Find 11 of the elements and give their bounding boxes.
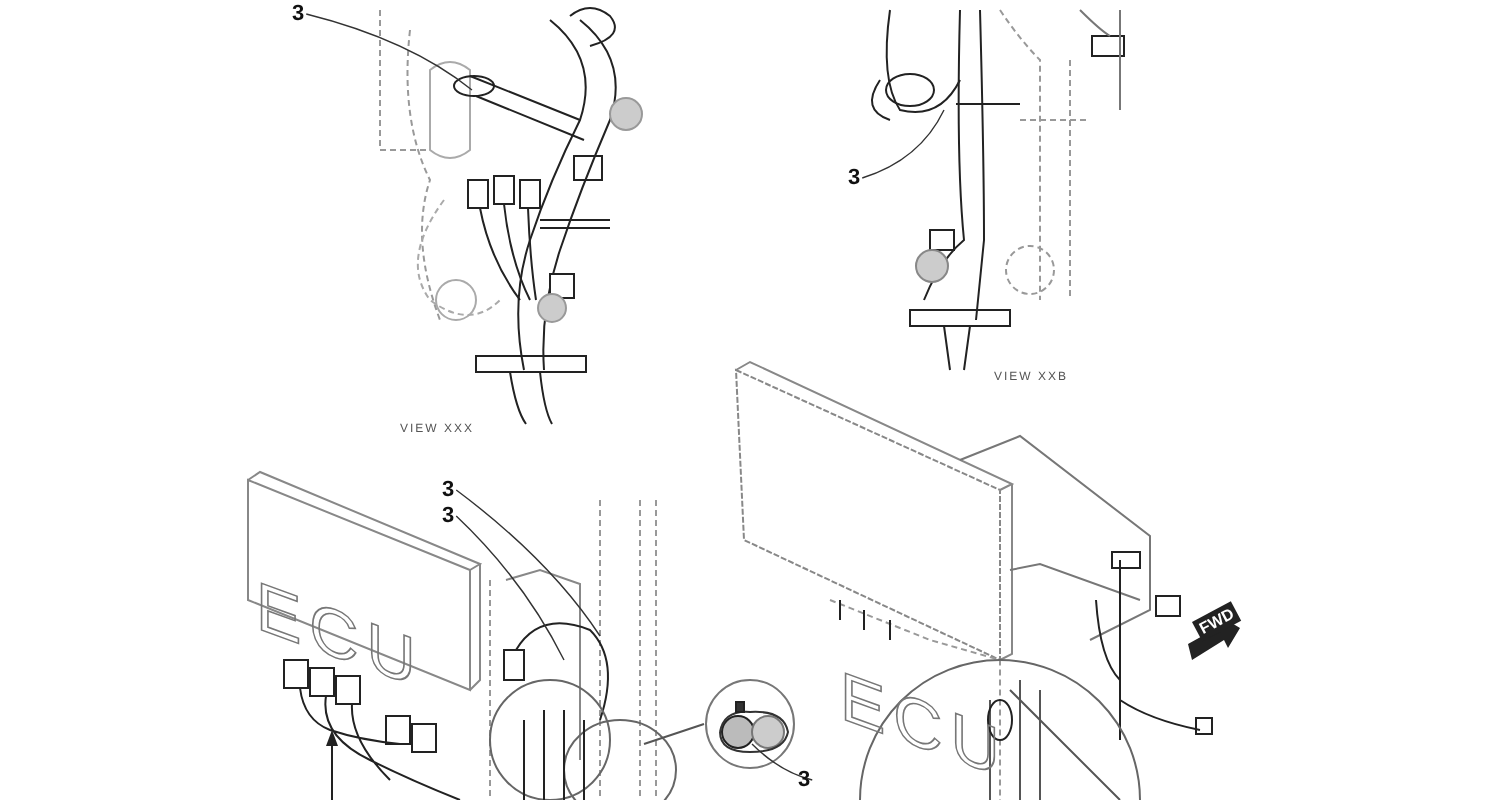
leader-line bbox=[455, 489, 601, 637]
callout-number: 3 bbox=[442, 478, 455, 502]
panel-lettering: ECU bbox=[840, 660, 1008, 793]
leader-line bbox=[305, 13, 473, 91]
panel-lettering: ECU bbox=[256, 570, 424, 703]
leader-line bbox=[751, 743, 813, 781]
callout-number: 3 bbox=[848, 166, 861, 190]
leader-line bbox=[455, 515, 565, 661]
leader-line bbox=[861, 109, 945, 179]
callout-number: 3 bbox=[292, 2, 305, 26]
callout-number: 3 bbox=[442, 504, 455, 528]
